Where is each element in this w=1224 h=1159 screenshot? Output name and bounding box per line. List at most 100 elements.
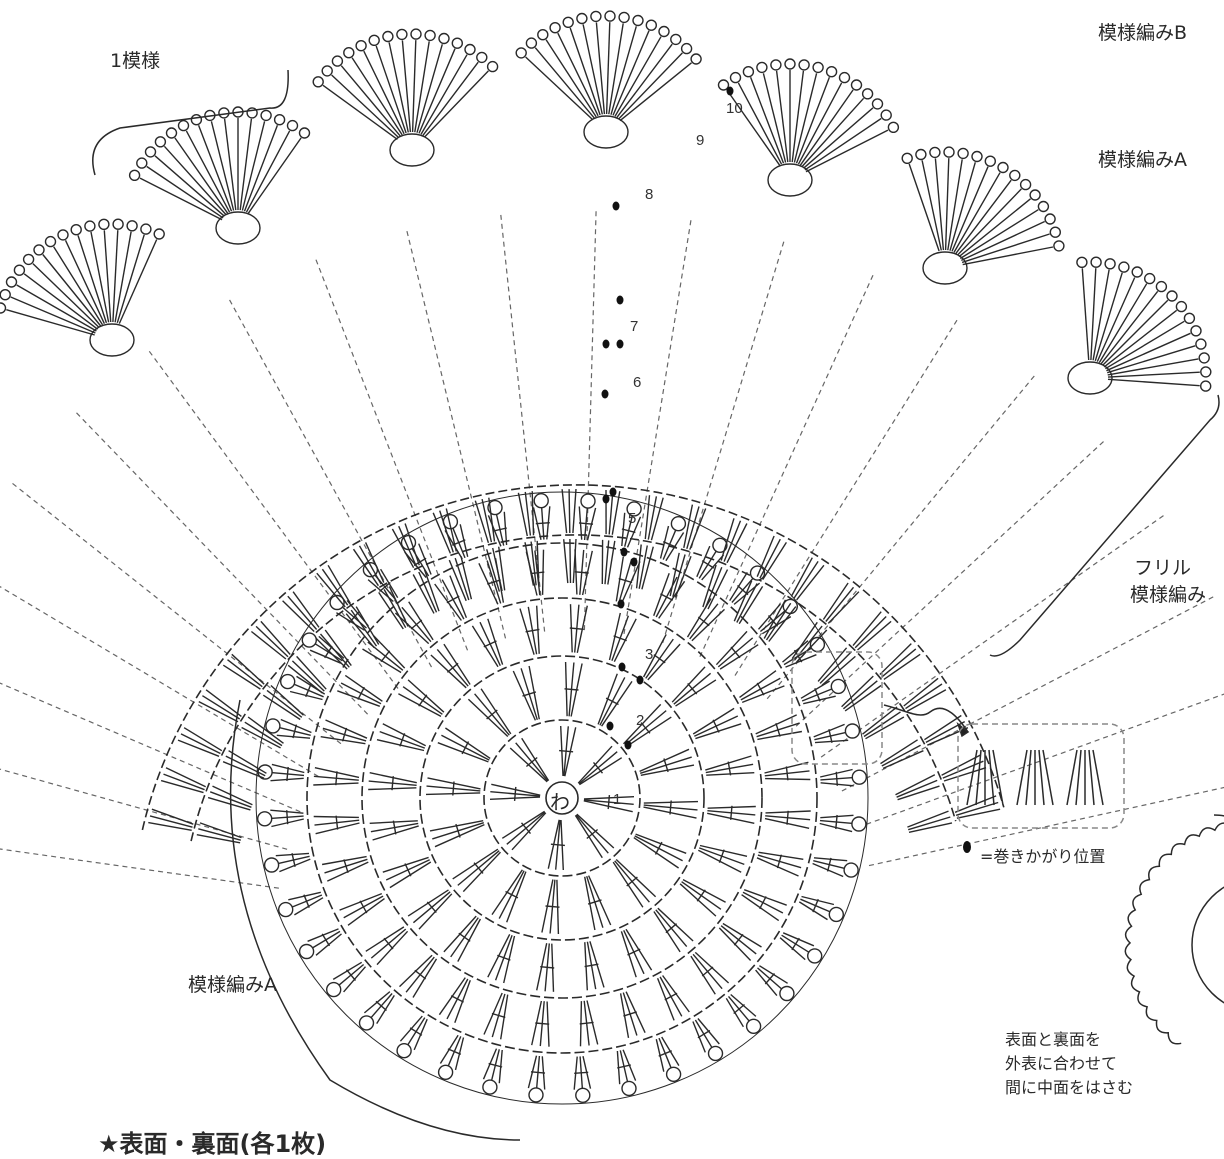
- detail-stitch: [967, 750, 977, 805]
- fan-picot: [757, 62, 767, 72]
- fan-stitch: [946, 158, 949, 250]
- fan-stitch: [799, 83, 842, 164]
- fan-picot: [397, 29, 407, 39]
- stitch-bar: [358, 687, 364, 699]
- stitch-bar: [654, 655, 665, 663]
- fan-stitch: [958, 189, 1022, 255]
- fan-stitch: [248, 138, 301, 213]
- fan-picot: [34, 245, 44, 255]
- stitch-bar: [447, 596, 459, 603]
- guide-line: [821, 515, 1164, 757]
- fan-stitch: [960, 210, 1038, 259]
- row-number-8: 8: [645, 186, 653, 203]
- fan-picot: [7, 277, 17, 287]
- frill-stitch: [251, 632, 286, 660]
- frill-stitch: [924, 716, 961, 740]
- detail-stitch: [1039, 750, 1044, 805]
- fan-picot: [14, 265, 24, 275]
- picot: [829, 907, 843, 921]
- picot: [265, 858, 279, 872]
- fan-picot: [113, 219, 123, 229]
- frill-stitch: [883, 751, 923, 769]
- fan-picot: [944, 147, 954, 157]
- stitch-bar: [336, 771, 337, 785]
- detail-stitch: [1017, 750, 1027, 805]
- fan-stitch: [1082, 268, 1088, 360]
- whipstitch-marker: [607, 722, 614, 731]
- frill-stitch: [293, 592, 319, 628]
- stitch-bar: [447, 663, 458, 672]
- fan-picot: [863, 89, 873, 99]
- stitch-bar: [587, 830, 598, 839]
- row-number-1: 1: [613, 791, 621, 808]
- frill-stitch: [648, 496, 656, 539]
- picot: [360, 1016, 374, 1030]
- fan-picot: [998, 163, 1008, 173]
- whipstitch-marker: [637, 676, 644, 685]
- picot: [279, 903, 293, 917]
- fan-picot: [46, 237, 56, 247]
- legend-label: =巻きかがり位置: [980, 843, 1105, 867]
- fan-frill: [0, 11, 1211, 394]
- whipstitch-marker: [625, 741, 632, 750]
- stitch-bar: [702, 967, 713, 976]
- row-number-3: 3: [645, 646, 653, 663]
- fan-stitch: [415, 41, 429, 132]
- fan-picot: [1105, 259, 1115, 269]
- stitch-bar: [487, 710, 498, 719]
- detail-stitch: [1076, 750, 1081, 805]
- fan-picot: [1156, 282, 1166, 292]
- stitch-bar: [506, 892, 518, 898]
- fan-picot: [972, 152, 982, 162]
- fan-stitch: [596, 22, 604, 114]
- frill-stitch: [321, 634, 350, 667]
- fan-stitch: [425, 71, 489, 137]
- fan-picot: [605, 11, 615, 21]
- center-ring-label: わ: [550, 786, 570, 815]
- fan-base: [923, 252, 967, 284]
- frill-stitch: [232, 654, 264, 684]
- fan-picot: [1021, 180, 1031, 190]
- fan-picot: [154, 229, 164, 239]
- fan-stitch: [413, 40, 416, 132]
- stitch-bar: [474, 863, 483, 874]
- fan-picot: [873, 99, 883, 109]
- frill-stitch: [828, 592, 859, 624]
- fan-picot: [179, 121, 189, 131]
- frill-stitch: [737, 584, 757, 623]
- fan-picot: [58, 230, 68, 240]
- whipstitch-marker: [617, 296, 624, 305]
- fan-picot: [659, 27, 669, 37]
- fan-picot: [852, 80, 862, 90]
- picot: [622, 1081, 636, 1095]
- pattern-a-bottom-label: 模様編みA: [188, 970, 277, 997]
- fan-picot: [985, 156, 995, 166]
- fan-stitch: [535, 48, 594, 119]
- fan-stitch: [33, 264, 99, 328]
- stitch-bar: [665, 993, 677, 1000]
- stitch-bar: [760, 896, 766, 908]
- fan-picot: [881, 110, 891, 120]
- fan-picot: [369, 35, 379, 45]
- picot: [439, 1065, 453, 1079]
- frill-stitch: [569, 489, 570, 533]
- frill-stitch: [532, 491, 533, 535]
- fan-stitch: [607, 22, 610, 114]
- fan-picot: [1196, 339, 1206, 349]
- fan-stitch: [66, 240, 105, 323]
- picot: [844, 863, 858, 877]
- fan-stitch: [961, 222, 1044, 261]
- detail-stitch: [1026, 750, 1031, 805]
- whipstitch-marker: [602, 390, 609, 399]
- stitch-bar: [522, 823, 531, 834]
- pattern-a-top-label: 模様編みA: [1098, 145, 1187, 172]
- stitch-bar: [526, 758, 537, 767]
- frill-stitch: [228, 660, 263, 687]
- fan-picot: [930, 147, 940, 157]
- fan-picot: [488, 62, 498, 72]
- fan-stitch: [119, 240, 156, 324]
- picot: [281, 675, 295, 689]
- stitch-marks: [148, 489, 1000, 1102]
- fan-picot: [888, 122, 898, 132]
- frill-bracket: [990, 395, 1219, 656]
